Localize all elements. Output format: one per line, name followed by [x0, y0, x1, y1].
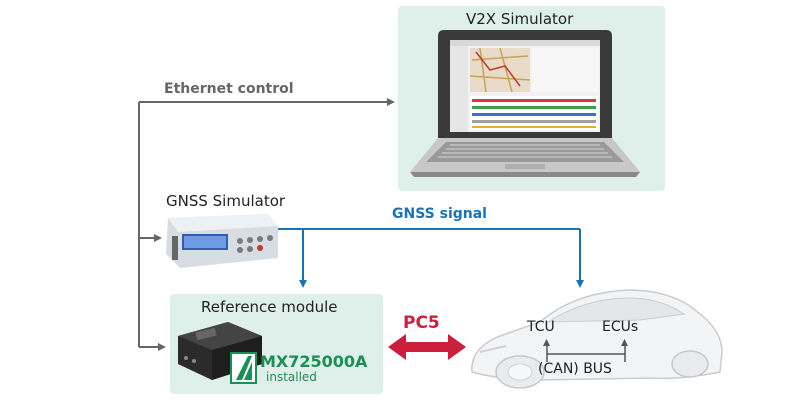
laptop-icon	[410, 30, 640, 177]
pc5-double-arrow	[388, 334, 466, 360]
mx725000a-product-name: MX725000A	[260, 352, 368, 371]
can-bus-lines	[543, 339, 628, 362]
car-icon	[471, 289, 723, 389]
ethernet-control-lines	[138, 98, 395, 351]
ethernet-control-label: Ethernet control	[164, 81, 294, 97]
gnss-signal-label: GNSS signal	[392, 206, 487, 222]
reference-module-title: Reference module	[201, 298, 338, 316]
gnss-simulator-device-icon	[166, 214, 278, 268]
pc5-label: PC5	[403, 313, 440, 333]
mx725000a-logo-icon	[230, 352, 257, 384]
can-bus-label: (CAN) BUS	[538, 361, 612, 377]
tcu-label: TCU	[527, 319, 555, 335]
gnss-signal-lines	[274, 228, 584, 288]
ecus-label: ECUs	[602, 319, 639, 335]
gnss-simulator-title: GNSS Simulator	[166, 192, 286, 210]
mx725000a-installed-note: installed	[266, 370, 317, 384]
v2x-simulator-title: V2X Simulator	[466, 10, 574, 28]
